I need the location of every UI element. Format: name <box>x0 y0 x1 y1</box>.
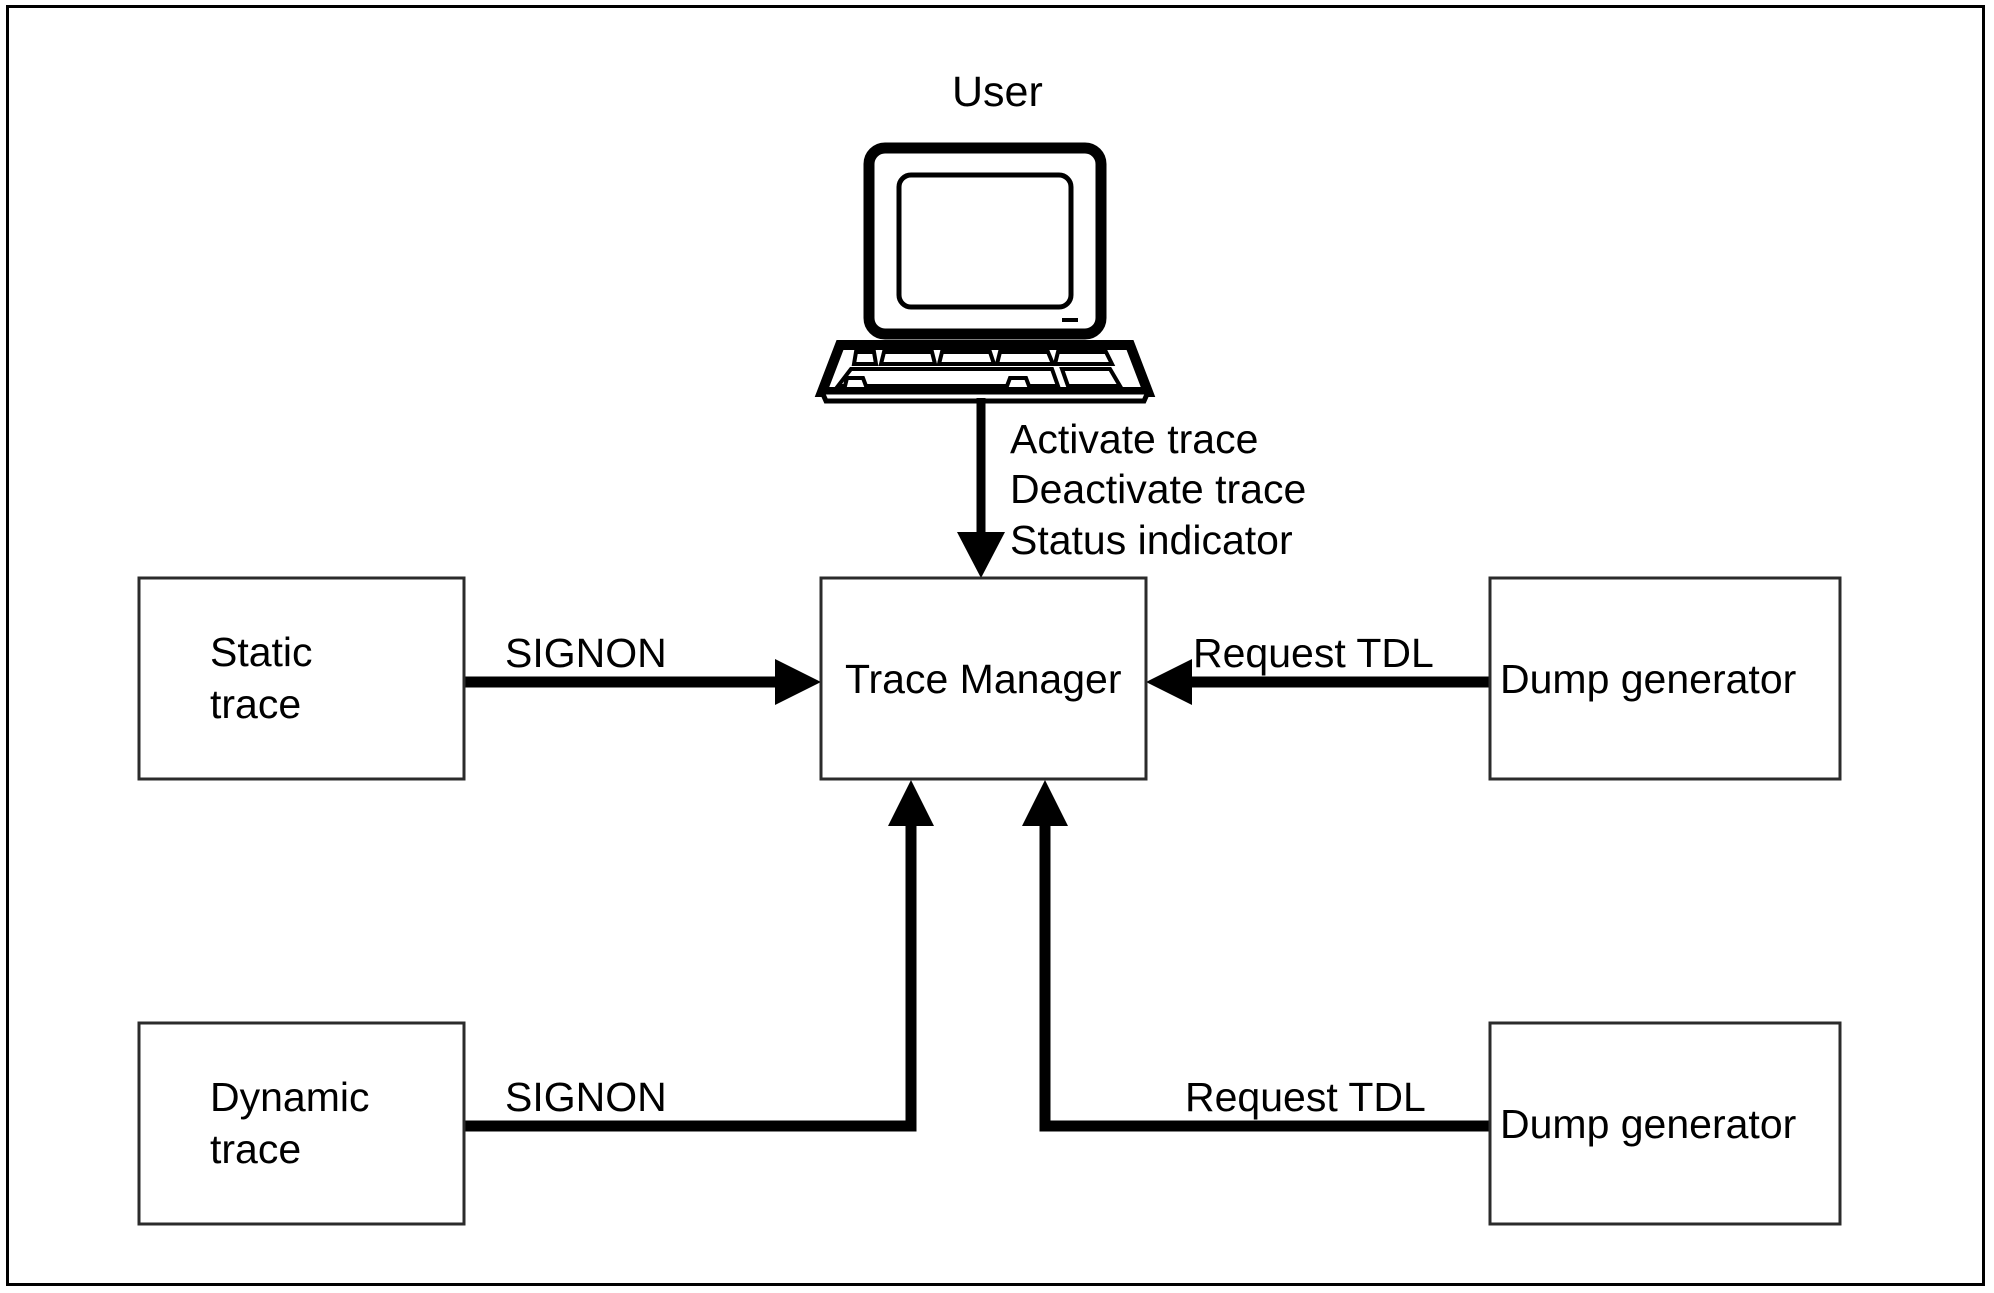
edge-label-request-tdl-top: Request TDL <box>1193 630 1434 676</box>
node-label-dynamic-trace-line1: Dynamic <box>210 1074 370 1120</box>
node-label-dump-generator-top: Dump generator <box>1500 656 1797 702</box>
edge-label-signon-dynamic: SIGNON <box>505 1074 667 1120</box>
edge-dynamic-trace-to-trace-manager <box>464 780 934 1132</box>
edge-dump-generator-top-to-trace-manager <box>1146 659 1490 705</box>
edge-label-request-tdl-bottom: Request TDL <box>1185 1074 1426 1120</box>
node-label-dump-generator-bottom: Dump generator <box>1500 1101 1797 1147</box>
box-trace-manager <box>819 576 1148 781</box>
edge-dump-generator-bottom-to-trace-manager <box>1022 780 1490 1132</box>
computer-keyboard-icon <box>814 340 1156 404</box>
edge-label-status-indicator: Status indicator <box>1010 517 1293 563</box>
user-label: User <box>952 68 1043 116</box>
edge-static-trace-to-trace-manager <box>464 659 821 705</box>
box-static-trace <box>137 576 466 781</box>
edge-label-activate-trace: Activate trace <box>1010 416 1259 462</box>
edge-user-to-trace-manager <box>957 398 1005 578</box>
edge-label-signon-static: SIGNON <box>505 630 667 676</box>
edge-label-deactivate-trace: Deactivate trace <box>1010 466 1307 512</box>
diagram-outer-frame <box>6 5 1985 1286</box>
node-label-static-trace-line1: Static <box>210 629 313 675</box>
node-label-dynamic-trace-line2: trace <box>210 1126 302 1172</box>
computer-monitor-icon <box>863 142 1107 340</box>
box-dynamic-trace <box>137 1021 466 1226</box>
node-label-static-trace-line2: trace <box>210 681 302 727</box>
box-dump-generator-bottom <box>1488 1021 1842 1226</box>
box-dump-generator-top <box>1488 576 1842 781</box>
node-label-trace-manager: Trace Manager <box>845 656 1122 702</box>
